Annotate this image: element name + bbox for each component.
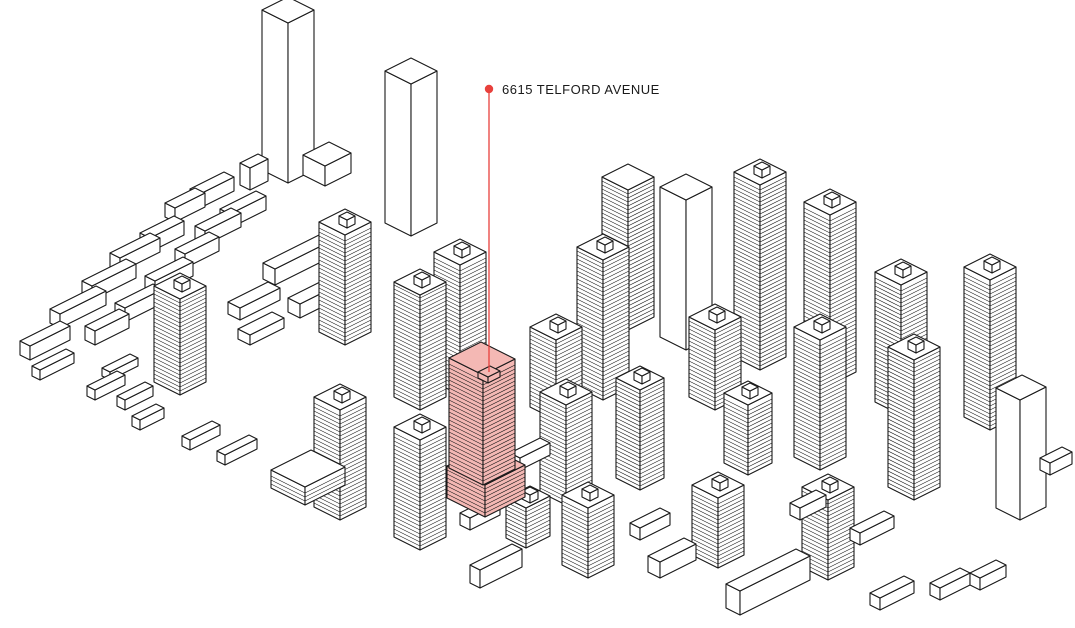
tower-center-front [615, 365, 665, 491]
tower-front-left [313, 383, 367, 521]
rooftop-unit [596, 236, 614, 254]
rooftop-unit [338, 211, 356, 229]
low-rise-front [969, 559, 1007, 591]
tall-tower-back-center [384, 57, 438, 237]
tower-center [576, 233, 630, 401]
low-rise-block [84, 308, 130, 346]
low-rise-front [849, 510, 895, 546]
low-rise-front [725, 548, 811, 616]
rooftop-unit [894, 261, 912, 279]
tower-center-right [688, 303, 742, 411]
tower-front-center-left [393, 413, 447, 551]
tower-front-center [561, 481, 615, 579]
rooftop-unit [633, 367, 651, 385]
low-rise-block [164, 187, 206, 223]
low-rise-front [647, 537, 697, 579]
low-rise-front [629, 507, 671, 541]
tower-left-of-site [393, 268, 447, 411]
low-rise-front [929, 567, 971, 601]
tower-right-back [733, 158, 787, 371]
rooftop-unit [753, 161, 771, 179]
low-rise-block [19, 320, 71, 361]
low-rise-block [31, 348, 75, 381]
low-rise-block [131, 403, 165, 431]
rooftop-unit [711, 474, 729, 492]
rooftop-unit [813, 316, 831, 334]
rooftop-unit [413, 416, 431, 434]
mid-rise-front [505, 485, 551, 549]
tower-left [153, 272, 207, 396]
low-rise-front [789, 489, 827, 521]
low-rise-block [216, 434, 258, 466]
tower-mid-left [318, 208, 372, 346]
podium-front-left [270, 449, 346, 506]
rooftop-unit [983, 256, 1001, 274]
low-rise-front [1039, 446, 1073, 476]
low-rise-front [869, 575, 915, 611]
subject-building-highlight [446, 341, 526, 518]
rooftop-unit [823, 191, 841, 209]
rooftop-unit [173, 275, 191, 293]
rooftop-unit [413, 271, 431, 289]
rooftop-unit [741, 382, 759, 400]
low-rise-front [469, 543, 523, 589]
low-rise-block [116, 381, 154, 411]
low-rise-block [181, 420, 221, 451]
tower-right-front [887, 333, 941, 501]
low-rise-block [237, 311, 285, 346]
callout-marker-dot [484, 84, 494, 94]
site-address-label: 6615 TELFORD AVENUE [502, 82, 660, 97]
low-rise-block [227, 281, 281, 321]
rooftop-unit [559, 381, 577, 399]
rooftop-unit [453, 241, 471, 259]
rooftop-unit [821, 476, 839, 494]
site-callout: 6615 TELFORD AVENUE [484, 82, 660, 372]
tower-mid-front [723, 380, 773, 476]
podium-back-left [239, 153, 269, 191]
site-tower [448, 341, 516, 486]
rooftop-unit [907, 336, 925, 354]
context-buildings [19, 0, 1073, 616]
tower-right-mid [793, 313, 847, 471]
tall-tower-back-left [261, 0, 315, 184]
rooftop-unit [333, 386, 351, 404]
low-rise-block [49, 285, 107, 329]
rooftop-unit [549, 316, 567, 334]
rooftop-unit [708, 306, 726, 324]
rooftop-unit [581, 484, 599, 502]
low-rise-block [86, 370, 126, 401]
podium-back-left-2 [302, 141, 352, 187]
plain-tower-far-right [995, 374, 1047, 521]
